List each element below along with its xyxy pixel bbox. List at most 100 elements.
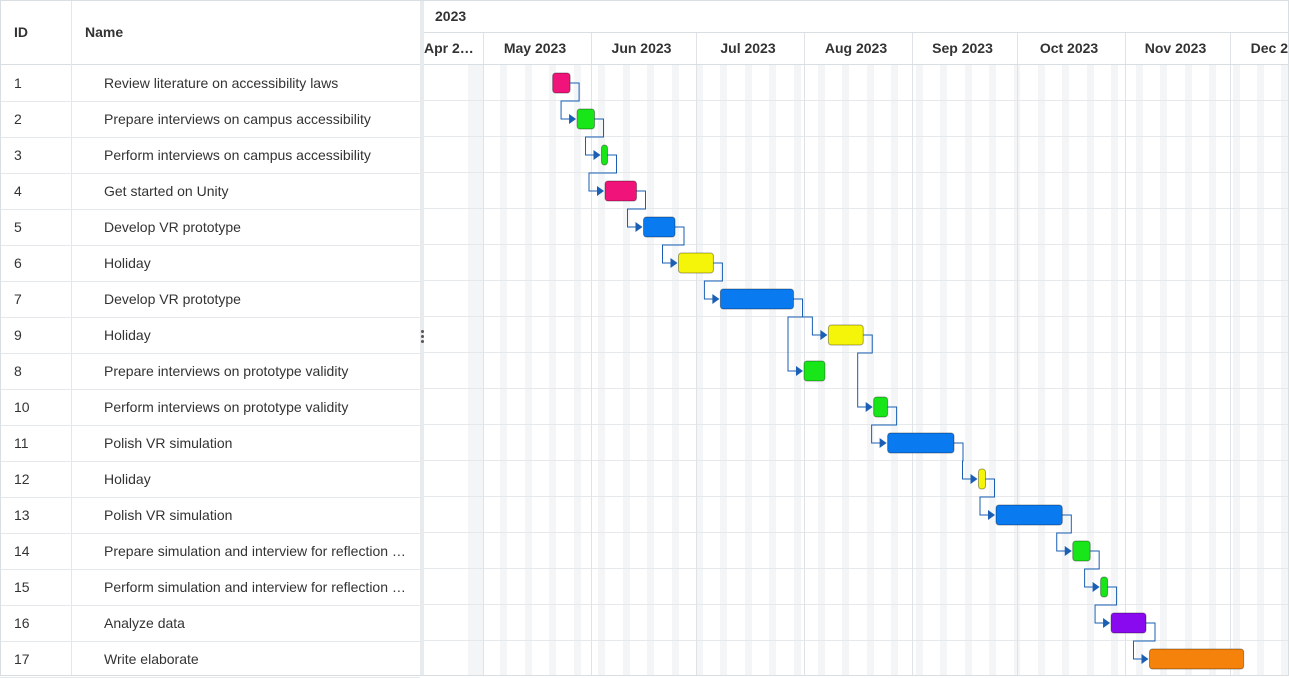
dependency-arrow-icon — [970, 474, 978, 484]
task-bar[interactable] — [719, 288, 795, 310]
row-name: Get started on Unity — [104, 183, 229, 199]
dependency-link[interactable] — [627, 190, 646, 228]
task-bar[interactable] — [873, 396, 889, 418]
row-id: 8 — [14, 363, 22, 379]
task-bar[interactable] — [678, 252, 714, 274]
year-divider — [424, 32, 1289, 33]
task-bar[interactable] — [978, 468, 986, 490]
table-row[interactable]: 4 Get started on Unity — [0, 173, 420, 210]
table-row[interactable]: 8 Prepare interviews on prototype validit… — [0, 353, 420, 390]
table-row[interactable]: 17 Write elaborate — [0, 641, 420, 678]
dependency-arrow-icon — [865, 402, 873, 412]
weekend-stripe — [549, 65, 557, 676]
task-bar[interactable] — [604, 180, 637, 202]
table-row[interactable]: 5 Develop VR prototype — [0, 209, 420, 246]
weekend-stripe — [769, 65, 777, 676]
task-bar[interactable] — [643, 216, 676, 238]
gantt-bars — [552, 72, 1245, 670]
dependency-link[interactable] — [871, 406, 898, 444]
dependency-link[interactable] — [979, 478, 995, 516]
row-id: 6 — [14, 255, 22, 271]
dependency-arrow-icon — [670, 258, 678, 268]
weekend-stripe — [524, 65, 532, 676]
weekend-stripe — [744, 65, 752, 676]
column-header-id[interactable]: ID — [14, 24, 28, 40]
dependency-arrow-icon — [1064, 546, 1072, 556]
weekend-stripe — [1111, 65, 1119, 676]
month-divider — [804, 33, 805, 676]
weekend-stripe — [842, 65, 850, 676]
weekend-stripe — [468, 65, 483, 676]
dependency-link[interactable] — [662, 226, 685, 264]
table-row[interactable]: 7 Develop VR prototype — [0, 281, 420, 318]
dependency-link[interactable] — [1056, 514, 1072, 552]
dependency-link[interactable] — [560, 82, 580, 120]
task-bar[interactable] — [995, 504, 1063, 526]
weekend-stripe — [1135, 65, 1143, 676]
task-bar[interactable] — [552, 72, 571, 94]
row-line — [424, 352, 1289, 353]
column-header-name[interactable]: Name — [85, 24, 124, 40]
row-id: 4 — [14, 183, 22, 199]
row-name: Develop VR prototype — [104, 219, 241, 235]
dependency-link[interactable] — [954, 442, 973, 480]
weekend-stripe — [1037, 65, 1045, 676]
dependency-arrow-icon — [712, 294, 720, 304]
dependency-arrow-icon — [1092, 582, 1100, 592]
dependency-link[interactable] — [703, 262, 723, 300]
task-bar[interactable] — [576, 108, 595, 130]
row-name: Perform interviews on campus accessibili… — [104, 147, 371, 163]
dependency-link[interactable] — [787, 298, 804, 372]
splitter-handle-icon[interactable] — [419, 329, 425, 345]
weekend-stripe — [671, 65, 679, 676]
row-line — [424, 280, 1289, 281]
dependency-link[interactable] — [1094, 586, 1118, 624]
task-bar[interactable] — [1072, 540, 1091, 562]
row-line — [424, 640, 1289, 641]
month-divider — [912, 33, 913, 676]
row-name: Develop VR prototype — [104, 291, 241, 307]
weekend-stripe — [940, 65, 947, 676]
row-id: 17 — [14, 651, 30, 667]
task-bar[interactable] — [1110, 612, 1147, 634]
weekend-stripe — [891, 65, 899, 676]
row-name: Prepare interviews on prototype validity — [104, 363, 349, 379]
row-line — [424, 100, 1289, 101]
row-id: 5 — [14, 219, 22, 235]
task-bar[interactable] — [827, 324, 864, 346]
splitter[interactable] — [420, 0, 424, 676]
month-divider — [1125, 33, 1126, 676]
row-id: 16 — [14, 615, 30, 631]
dependency-link[interactable] — [585, 118, 604, 156]
dependency-link[interactable] — [857, 334, 873, 408]
task-bar[interactable] — [1149, 648, 1245, 670]
row-line — [424, 172, 1289, 173]
column-divider[interactable] — [71, 0, 72, 676]
weekend-stripe — [1233, 65, 1241, 676]
row-name: Write elaborate — [104, 651, 199, 667]
task-bar[interactable] — [1100, 576, 1109, 598]
dependency-link[interactable] — [588, 154, 617, 192]
dependency-arrow-icon — [1103, 618, 1111, 628]
task-bar[interactable] — [803, 360, 826, 382]
weekend-stripe — [720, 65, 728, 676]
dependency-link[interactable] — [1133, 622, 1156, 660]
task-bar[interactable] — [887, 432, 955, 454]
row-id: 10 — [14, 399, 30, 415]
dependency-link[interactable] — [1084, 550, 1100, 588]
task-bar[interactable] — [601, 144, 608, 166]
row-id: 7 — [14, 291, 22, 307]
